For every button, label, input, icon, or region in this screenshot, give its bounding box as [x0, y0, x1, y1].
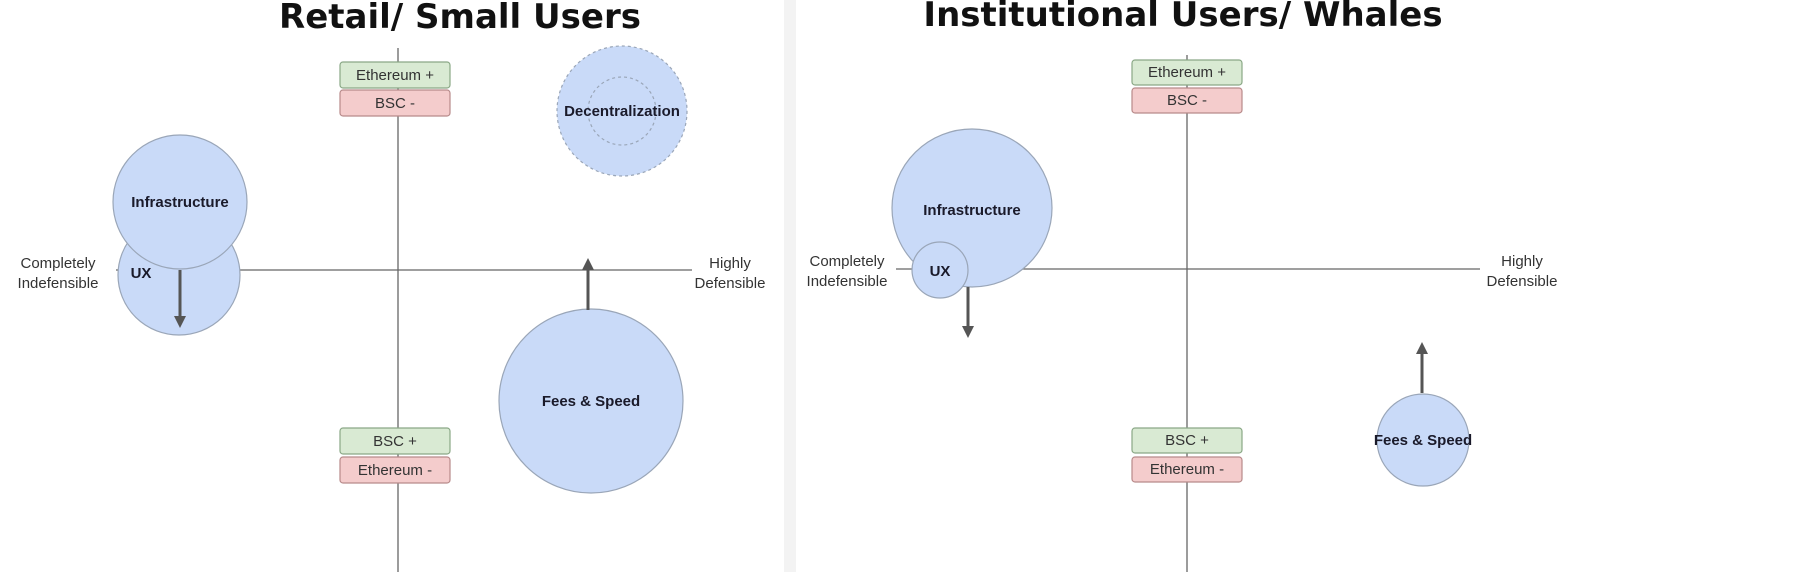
- top-label-negative: BSC -: [1167, 92, 1207, 109]
- axis-label-left-1: Completely: [809, 253, 885, 270]
- label-box-positive: [339, 61, 451, 89]
- bubble-fees-speed: [498, 308, 684, 494]
- bubble-label-infrastructure: Infrastructure: [131, 194, 229, 211]
- axis-label-left-2: Indefensible: [807, 273, 888, 290]
- axis-label-right-2: Defensible: [1487, 273, 1558, 290]
- label-box-negative: [339, 89, 451, 117]
- label-box-positive: [1131, 427, 1243, 454]
- bottom-label-positive: BSC +: [373, 433, 417, 450]
- bubble-label-fees-speed: Fees & Speed: [542, 393, 640, 410]
- bubble-fees-speed: [1376, 393, 1470, 487]
- bubble-label-infrastructure: Infrastructure: [923, 202, 1021, 219]
- axis-label-right-1: Highly: [709, 255, 751, 272]
- bubble-label-ux: UX: [930, 263, 951, 280]
- bubble-label-fees-speed: Fees & Speed: [1374, 432, 1472, 449]
- bubble-infrastructure: [112, 134, 248, 270]
- panel-title: Institutional Users/ Whales: [923, 0, 1442, 35]
- label-box-negative: [1131, 87, 1243, 114]
- panel-institutional: Institutional Users/ Whales Completely I…: [807, 0, 1558, 572]
- label-box-negative: [339, 456, 451, 484]
- bubble-decentralization-inner: [587, 76, 657, 146]
- label-box-positive: [339, 427, 451, 455]
- axis-label-right-1: Highly: [1501, 253, 1543, 270]
- bubble-decentralization: [556, 45, 688, 177]
- panel-title: Retail/ Small Users: [279, 0, 641, 37]
- label-box-positive: [1131, 59, 1243, 86]
- axis-label-left-1: Completely: [20, 255, 96, 272]
- top-label-negative: BSC -: [375, 95, 415, 112]
- bottom-label-positive: BSC +: [1165, 432, 1209, 449]
- bubble-label-ux: UX: [131, 265, 152, 282]
- label-box-negative: [1131, 456, 1243, 483]
- top-label-positive: Ethereum +: [356, 67, 434, 84]
- top-label-positive: Ethereum +: [1148, 64, 1226, 81]
- panel-retail: Retail/ Small Users Completely Indefensi…: [18, 0, 766, 572]
- bubble-label-decentralization: Decentralization: [564, 103, 680, 120]
- axis-label-left-2: Indefensible: [18, 275, 99, 292]
- panel-divider: [784, 0, 796, 572]
- axis-label-right-2: Defensible: [695, 275, 766, 292]
- bottom-label-negative: Ethereum -: [1150, 461, 1224, 478]
- bubble-ux: [911, 241, 969, 299]
- bottom-label-negative: Ethereum -: [358, 462, 432, 479]
